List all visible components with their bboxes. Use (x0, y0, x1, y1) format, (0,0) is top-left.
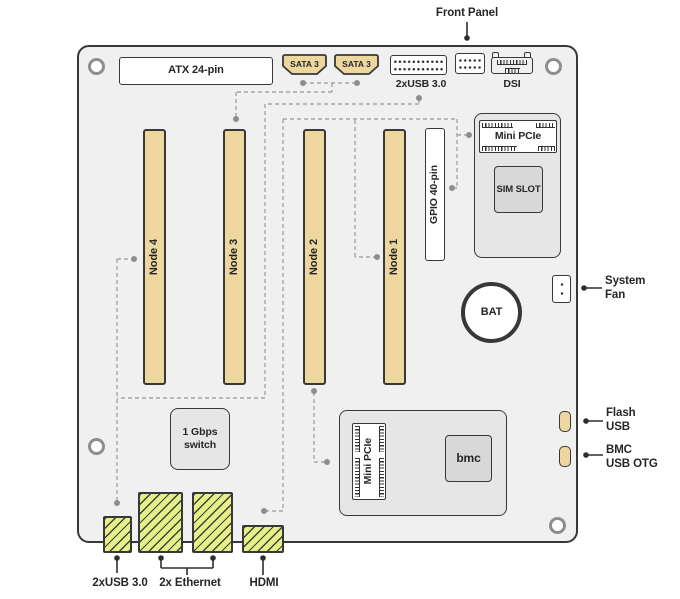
atx-label: ATX 24-pin (168, 64, 224, 77)
node-2-label: Node 2 (307, 238, 320, 276)
flash-usb-label: Flash USB (606, 407, 636, 433)
sim-slot: SIM SLOT (494, 166, 543, 213)
hdmi-label: HDMI (249, 577, 279, 589)
pin-row-icon (536, 122, 555, 128)
bmc-usb-otg-label: BMC USB OTG (606, 444, 658, 470)
mounting-hole-bottom-left (88, 438, 105, 455)
atx-24pin-connector: ATX 24-pin (119, 57, 273, 85)
flash-usb-connector (559, 411, 571, 432)
usb30-header-connector (390, 55, 447, 75)
front-panel-connector (455, 53, 485, 74)
dsi-pin-row-icon (497, 59, 527, 65)
battery: BAT (461, 282, 522, 343)
pointer-ethernet-bracket (160, 558, 214, 575)
sata-2-label: SATA 3 (342, 59, 371, 69)
node-3-label: Node 3 (227, 238, 240, 276)
mounting-hole-top-left (88, 58, 105, 75)
pin-row-icon (354, 426, 360, 452)
pin-grid-icon (393, 57, 444, 73)
mounting-hole-bottom-right (549, 517, 566, 534)
dsi-pin-row-icon (505, 68, 520, 73)
node-2-slot: Node 2 (303, 129, 326, 385)
mini-pcie-top-label: Mini PCIe (494, 129, 542, 142)
ethernet-label: 2x Ethernet (159, 577, 221, 589)
sata-1-label: SATA 3 (290, 59, 319, 69)
pin-row-icon (482, 145, 517, 151)
node-4-label: Node 4 (147, 238, 160, 276)
node-4-slot: Node 4 (143, 129, 166, 385)
pin-row-icon (482, 122, 513, 128)
gpio-label: GPIO 40-pin (428, 165, 441, 224)
ethernet-port-1 (138, 492, 183, 553)
bmc-usb-otg-connector (559, 446, 571, 467)
sata-connector-2: SATA 3 (334, 54, 379, 75)
pin-row-icon (378, 426, 384, 452)
pin-row-icon (378, 458, 384, 497)
ethernet-switch-chip: 1 Gbps switch (170, 408, 230, 470)
system-fan-connector (552, 275, 571, 303)
gpio-40pin-connector: GPIO 40-pin (425, 128, 445, 261)
pin-grid-icon (458, 56, 482, 71)
usb30-bottom-label: 2xUSB 3.0 (92, 577, 148, 589)
system-fan-label: System Fan (605, 275, 646, 301)
pin-row-icon (354, 458, 360, 497)
front-panel-label: Front Panel (435, 7, 499, 19)
switch-label: 1 Gbps switch (182, 426, 218, 451)
dsi-ear-left-icon (492, 52, 499, 59)
battery-label: BAT (480, 305, 503, 318)
hdmi-port (242, 525, 284, 553)
ethernet-port-2 (192, 492, 233, 553)
bmc-chip: bmc (445, 435, 492, 482)
dsi-ear-right-icon (524, 52, 531, 59)
dsi-label: DSI (503, 78, 521, 90)
mounting-hole-top-right (545, 58, 562, 75)
node-3-slot: Node 3 (223, 129, 246, 385)
usb30-header-label: 2xUSB 3.0 (395, 78, 447, 90)
sata-connector-1: SATA 3 (282, 54, 327, 75)
bmc-chip-label: bmc (456, 450, 481, 465)
usb30-rear-ports (103, 516, 132, 553)
sim-slot-label: SIM SLOT (496, 183, 541, 195)
mini-pcie-bottom-label: Mini PCIe (362, 438, 375, 485)
node-1-label: Node 1 (387, 238, 400, 276)
pin-row-icon (538, 145, 555, 151)
pin-grid-icon (559, 280, 564, 298)
node-1-slot: Node 1 (383, 129, 406, 385)
